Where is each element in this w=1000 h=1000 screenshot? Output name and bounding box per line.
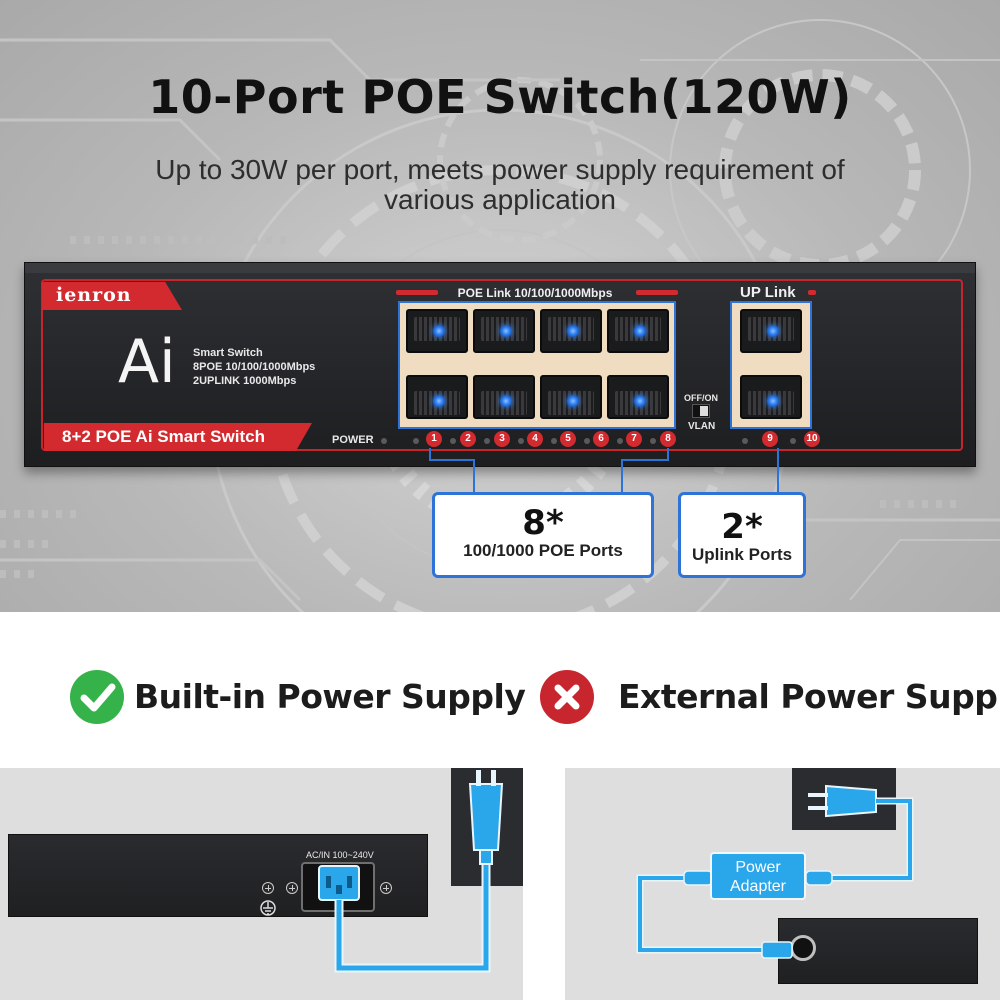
uplink-label: UP Link	[740, 284, 796, 301]
port-number-2: 2	[460, 431, 476, 447]
poe-port-bottom-4[interactable]	[607, 375, 669, 419]
model-tab	[44, 423, 312, 451]
poe-port-bottom-1[interactable]	[406, 375, 468, 419]
port-led-icon	[500, 325, 512, 337]
status-led	[450, 438, 456, 444]
power-label: POWER	[332, 434, 374, 446]
poe-port-bottom-2[interactable]	[473, 375, 535, 419]
check-icon	[70, 670, 124, 724]
poe-port-group	[398, 301, 676, 429]
poe-port-top-1[interactable]	[406, 309, 468, 353]
status-led	[617, 438, 623, 444]
vlan-switch[interactable]	[692, 404, 710, 418]
port-number-8: 8	[660, 431, 676, 447]
poe-ports-count: 8*	[522, 503, 564, 543]
status-led	[518, 438, 524, 444]
status-led	[584, 438, 590, 444]
uplink-ports-count: 2*	[721, 507, 763, 547]
screw-icon	[262, 882, 274, 894]
port-number-6: 6	[593, 431, 609, 447]
port-number-7: 7	[626, 431, 642, 447]
spec-line-2: 8POE 10/100/1000Mbps	[193, 361, 316, 373]
poe-label-bar-right	[636, 290, 678, 295]
port-number-10: 10	[804, 431, 820, 447]
builtin-power-label: Built-in Power Supply	[134, 677, 526, 716]
port-led-icon	[634, 325, 646, 337]
ai-mark: Ai	[118, 327, 176, 397]
uplink-label-bar	[808, 290, 816, 295]
cross-glyph	[554, 684, 580, 710]
port-led-icon	[634, 395, 646, 407]
port-number-9: 9	[762, 431, 778, 447]
vlan-label: VLAN	[688, 421, 716, 432]
uplink-ports-callout: 2* Uplink Ports	[678, 492, 806, 578]
port-number-3: 3	[494, 431, 510, 447]
poe-port-bottom-3[interactable]	[540, 375, 602, 419]
power-adapter: Power Adapter	[710, 852, 806, 900]
wall-outlet-left	[451, 768, 523, 886]
poe-link-label: POE Link 10/100/1000Mbps	[457, 286, 613, 300]
ac-input-label: AC/IN 100~240V	[306, 850, 374, 860]
power-led	[381, 438, 387, 444]
subtitle-line-1: Up to 30W per port, meets power supply r…	[155, 154, 845, 185]
status-led	[413, 438, 419, 444]
logo-tab	[42, 282, 182, 310]
port-led-icon	[767, 325, 779, 337]
dc-power-port[interactable]	[790, 935, 816, 961]
model-name: 8+2 POE Ai Smart Switch	[62, 427, 265, 446]
switch-spec: Smart Switch 8POE 10/100/1000Mbps 2UPLIN…	[193, 346, 315, 388]
adapter-label-line-2: Adapter	[729, 878, 787, 895]
status-led	[742, 438, 748, 444]
status-led	[790, 438, 796, 444]
uplink-port-bottom[interactable]	[740, 375, 802, 419]
external-power-label: External Power Supply	[618, 677, 1000, 716]
switch-red-frame	[41, 279, 963, 451]
port-led-icon	[567, 395, 579, 407]
port-led-icon	[433, 325, 445, 337]
poe-port-top-3[interactable]	[540, 309, 602, 353]
uplink-ports-label: Uplink Ports	[691, 545, 793, 564]
uplink-port-top[interactable]	[740, 309, 802, 353]
subtitle-line-2: various application	[384, 184, 616, 215]
wall-outlet-right	[792, 768, 896, 830]
page-subtitle: Up to 30W per port, meets power supply r…	[100, 155, 900, 215]
port-number-5: 5	[560, 431, 576, 447]
poe-port-top-2[interactable]	[473, 309, 535, 353]
ac-power-socket[interactable]	[301, 862, 375, 912]
port-number-1: 1	[426, 431, 442, 447]
status-led	[484, 438, 490, 444]
poe-ports-label: 100/1000 POE Ports	[463, 541, 623, 560]
status-led	[551, 438, 557, 444]
port-led-icon	[767, 395, 779, 407]
port-led-icon	[567, 325, 579, 337]
spec-line-3: 2UPLINK 1000Mbps	[193, 375, 297, 387]
spec-line-1: Smart Switch	[193, 347, 263, 359]
poe-label-bar-left	[396, 290, 438, 295]
screw-icon	[286, 882, 298, 894]
cross-icon	[540, 670, 594, 724]
status-led	[650, 438, 656, 444]
screw-icon	[380, 882, 392, 894]
uplink-port-group	[730, 301, 812, 429]
checkmark-glyph	[80, 683, 116, 712]
port-led-icon	[500, 395, 512, 407]
poe-ports-callout: 8* 100/1000 POE Ports	[432, 492, 654, 578]
port-number-4: 4	[527, 431, 543, 447]
page-title: 10-Port POE Switch(120W)	[148, 70, 852, 124]
switch-top-edge	[25, 263, 975, 273]
vlan-toggle-label: OFF/ON	[684, 393, 718, 403]
port-led-icon	[433, 395, 445, 407]
adapter-label-line-1: Power	[735, 859, 781, 876]
brand-logo: ienron	[56, 284, 132, 306]
poe-port-top-4[interactable]	[607, 309, 669, 353]
